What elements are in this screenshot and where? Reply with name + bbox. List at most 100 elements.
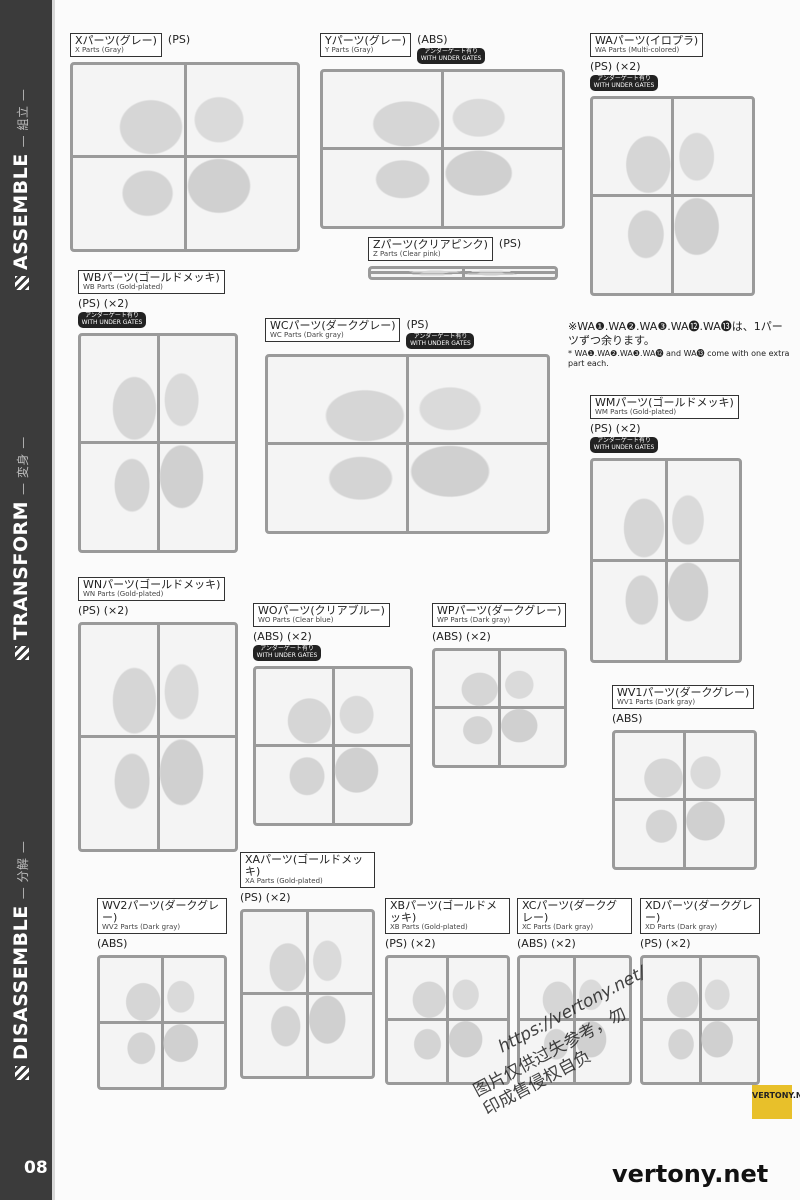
section-sidebar: ASSEMBLE— 組立 — TRANSFORM — 変身 — DISASSEMB… [0, 0, 55, 1200]
runner-x [70, 61, 300, 252]
parts-material-group: (PS) (×2) [640, 937, 691, 950]
section-label: TRANSFORM [10, 500, 32, 640]
parts-name-en: WB Parts (Gold-plated) [83, 283, 163, 292]
parts-material-group: (ABS) (×2) [517, 937, 576, 950]
runner-wp [432, 647, 567, 768]
runner-xb [385, 954, 510, 1085]
parts-block-x: Xパーツ(グレー)X Parts (Gray) (PS) [70, 33, 300, 252]
parts-block-wb: WBパーツ(ゴールドメッキ)WB Parts (Gold-plated) (PS… [78, 270, 238, 553]
parts-name-jp: WNパーツ(ゴールドメッキ) [83, 578, 221, 591]
parts-block-wp: WPパーツ(ダークグレー)WP Parts (Dark gray) (ABS) … [432, 603, 567, 768]
parts-material-x: (PS) [167, 33, 191, 46]
note-en: * WA❶.WA❷.WA❸.WA⓬ and WA⓭ come with one … [568, 348, 790, 368]
section-assemble: ASSEMBLE— 組立 — [10, 89, 32, 290]
section-label-jp: — 分解 — [16, 840, 30, 900]
parts-label-x: Xパーツ(グレー)X Parts (Gray) [70, 33, 162, 57]
parts-name-en: Y Parts (Gray) [325, 46, 374, 55]
parts-name-jp: WPパーツ(ダークグレー) [437, 604, 562, 617]
parts-material-wv2: (ABS) [97, 936, 128, 950]
page-number: 08 [24, 1158, 48, 1178]
runner-xa [240, 908, 375, 1079]
under-gate-badge: アンダーゲート有り WITH UNDER GATES [417, 48, 486, 64]
runner-wn [78, 621, 238, 852]
parts-name-en: X Parts (Gray) [75, 46, 124, 55]
runner-xc [517, 954, 632, 1085]
parts-name-en: WV2 Parts (Dark gray) [102, 923, 181, 932]
parts-header-wv1: WV1パーツ(ダークグレー)WV1 Parts (Dark gray) (ABS… [612, 685, 757, 725]
parts-material-xc: (ABS) (×2) [517, 936, 576, 950]
under-gate-badge: アンダーゲート有り WITH UNDER GATES [78, 311, 146, 328]
parts-material-wp: (ABS) (×2) [432, 629, 491, 643]
parts-name-en: WN Parts (Gold-plated) [83, 590, 164, 599]
parts-name-en: WC Parts (Dark gray) [270, 331, 344, 340]
parts-label-wv1: WV1パーツ(ダークグレー)WV1 Parts (Dark gray) [612, 685, 755, 709]
parts-name-jp: WBパーツ(ゴールドメッキ) [83, 271, 220, 284]
section-label: ASSEMBLE [10, 153, 32, 270]
parts-block-xd: XDパーツ(ダークグレー)XD Parts (Dark gray) (PS) (… [640, 898, 760, 1085]
parts-name-jp: Yパーツ(グレー) [325, 34, 407, 47]
section-transform: TRANSFORM — 変身 — [10, 436, 32, 660]
parts-material-xa: (PS) (×2) [240, 890, 291, 904]
parts-header-wo: WOパーツ(クリアブルー)WO Parts (Clear blue) (ABS)… [253, 603, 413, 661]
parts-label-wm: WMパーツ(ゴールドメッキ)WM Parts (Gold-plated) [590, 395, 739, 419]
parts-material-group: (PS) (×2) [78, 604, 129, 617]
parts-header-xd: XDパーツ(ダークグレー)XD Parts (Dark gray) (PS) (… [640, 898, 760, 950]
runner-wo [253, 665, 413, 826]
parts-label-wc: WCパーツ(ダークグレー)WC Parts (Dark gray) [265, 318, 401, 342]
parts-header-y: Yパーツ(グレー)Y Parts (Gray) (ABS) アンダーゲート有り … [320, 33, 565, 64]
parts-label-wv2: WV2パーツ(ダークグレー)WV2 Parts (Dark gray) [97, 898, 227, 934]
parts-label-xc: XCパーツ(ダークグレー)XC Parts (Dark gray) [517, 898, 632, 934]
parts-material-group: (ABS) アンダーゲート有り WITH UNDER GATES [417, 33, 486, 64]
section-disassemble: DISASSEMBLE — 分解 — [10, 841, 32, 1080]
parts-header-xc: XCパーツ(ダークグレー)XC Parts (Dark gray) (ABS) … [517, 898, 632, 950]
section-label-jp: — 変身 — [16, 436, 30, 495]
parts-material-group: (PS) (×2) アンダーゲート有り WITH UNDER GATES [78, 297, 146, 328]
parts-label-y: Yパーツ(グレー)Y Parts (Gray) [320, 33, 412, 57]
parts-header-wc: WCパーツ(ダークグレー)WC Parts (Dark gray) (PS) ア… [265, 318, 550, 349]
parts-header-x: Xパーツ(グレー)X Parts (Gray) (PS) [70, 33, 300, 57]
parts-material-group: (ABS) [612, 712, 642, 725]
under-gate-badge: アンダーゲート有り WITH UNDER GATES [590, 74, 658, 91]
watermark-site: vertony.net [612, 1160, 769, 1188]
parts-block-xb: XBパーツ(ゴールドメッキ)XB Parts (Gold-plated) (PS… [385, 898, 510, 1085]
parts-block-xc: XCパーツ(ダークグレー)XC Parts (Dark gray) (ABS) … [517, 898, 632, 1085]
parts-label-wo: WOパーツ(クリアブルー)WO Parts (Clear blue) [253, 603, 390, 627]
parts-name-en: XA Parts (Gold-plated) [245, 877, 323, 886]
parts-name-en: XC Parts (Dark gray) [522, 923, 594, 932]
parts-name-jp: WAパーツ(イロプラ) [595, 34, 699, 47]
parts-block-wn: WNパーツ(ゴールドメッキ)WN Parts (Gold-plated) (PS… [78, 577, 238, 852]
under-gate-badge: アンダーゲート有り WITH UNDER GATES [406, 333, 475, 349]
parts-name-jp: WV1パーツ(ダークグレー) [617, 686, 750, 699]
section-label: DISASSEMBLE [10, 905, 32, 1060]
parts-name-jp: XDパーツ(ダークグレー) [645, 899, 753, 925]
runner-xd [640, 954, 760, 1085]
parts-label-xb: XBパーツ(ゴールドメッキ)XB Parts (Gold-plated) [385, 898, 510, 934]
parts-name-jp: XCパーツ(ダークグレー) [522, 899, 618, 925]
parts-name-jp: WMパーツ(ゴールドメッキ) [595, 396, 734, 409]
parts-name-jp: WCパーツ(ダークグレー) [270, 319, 396, 332]
parts-name-jp: Xパーツ(グレー) [75, 34, 157, 47]
parts-name-jp: Zパーツ(クリアピンク) [373, 238, 488, 251]
under-gate-badge: アンダーゲート有り WITH UNDER GATES [590, 436, 658, 453]
parts-material-group: (PS) [499, 237, 521, 250]
parts-material-wn: (PS) (×2) [78, 603, 129, 617]
runner-wv2 [97, 954, 227, 1090]
vertony-logo: VERTONY.NET [752, 1085, 800, 1119]
parts-label-z: Zパーツ(クリアピンク)Z Parts (Clear pink) [368, 237, 493, 261]
parts-material-wv1: (ABS) [612, 711, 643, 725]
parts-material-group: (PS) [168, 33, 190, 46]
parts-block-wm: WMパーツ(ゴールドメッキ)WM Parts (Gold-plated) (PS… [590, 395, 742, 663]
parts-label-wb: WBパーツ(ゴールドメッキ)WB Parts (Gold-plated) [78, 270, 225, 294]
parts-block-wa: WAパーツ(イロプラ)WA Parts (Multi-colored) (PS)… [590, 33, 755, 296]
parts-label-wa: WAパーツ(イロプラ)WA Parts (Multi-colored) [590, 33, 704, 57]
runner-y [320, 68, 565, 229]
parts-header-xa: XAパーツ(ゴールドメッキ)XA Parts (Gold-plated) (PS… [240, 852, 375, 904]
parts-name-en: Z Parts (Clear pink) [373, 250, 441, 259]
parts-name-en: WM Parts (Gold-plated) [595, 408, 677, 417]
parts-name-jp: XBパーツ(ゴールドメッキ) [390, 899, 498, 925]
parts-material-group: (PS) (×2) [385, 937, 436, 950]
parts-material-xb: (PS) (×2) [385, 936, 436, 950]
parts-header-wb: WBパーツ(ゴールドメッキ)WB Parts (Gold-plated) (PS… [78, 270, 238, 328]
parts-header-wv2: WV2パーツ(ダークグレー)WV2 Parts (Dark gray) (ABS… [97, 898, 227, 950]
parts-name-en: WV1 Parts (Dark gray) [617, 698, 696, 707]
